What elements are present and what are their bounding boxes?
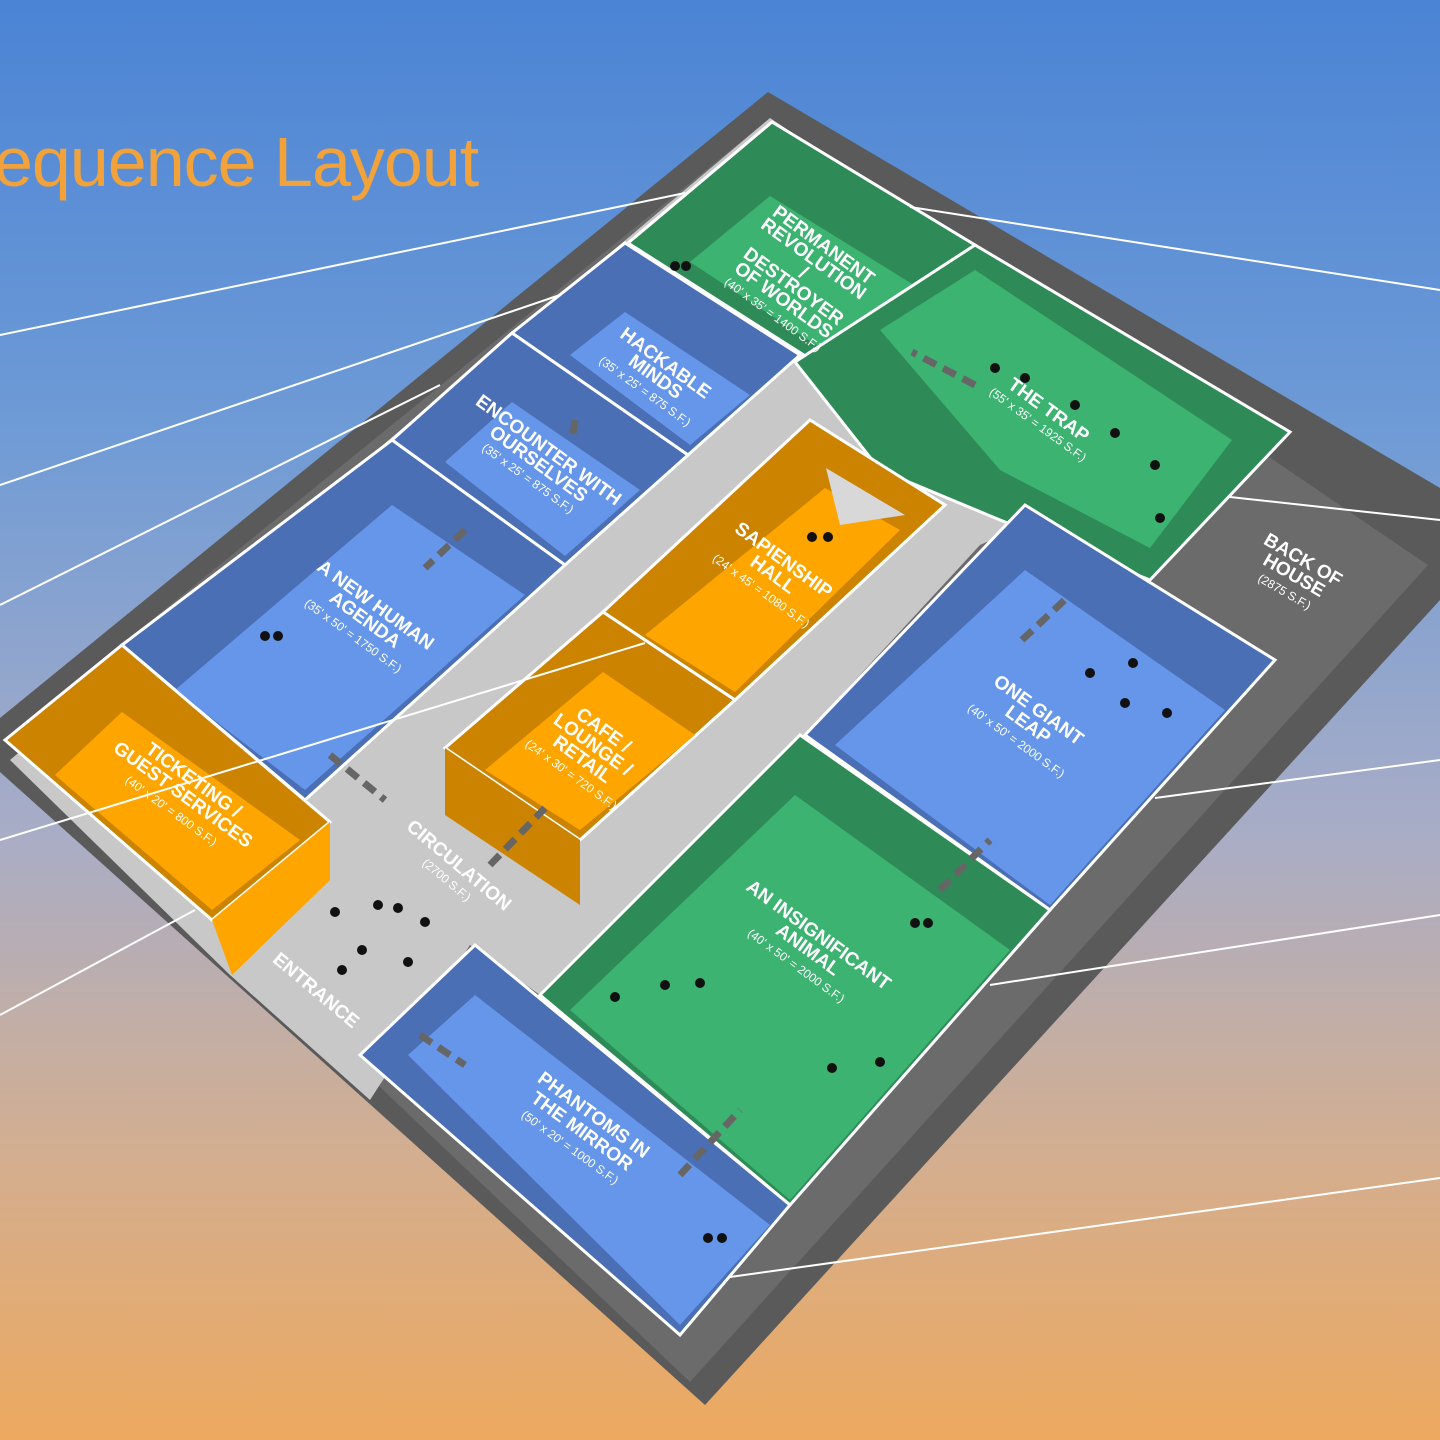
- visitor-figures: [260, 261, 1172, 1243]
- page-title: equence Layout: [0, 123, 479, 201]
- room-cafe-lounge-retail[interactable]: [442, 610, 738, 905]
- room-ticketing[interactable]: [2, 643, 333, 975]
- room-sapienship-hall[interactable]: [600, 418, 948, 702]
- flow-arrows: [327, 348, 1073, 1178]
- room-phantoms-in-the-mirror[interactable]: [357, 942, 793, 1338]
- leader-lines: [0, 192, 1440, 1278]
